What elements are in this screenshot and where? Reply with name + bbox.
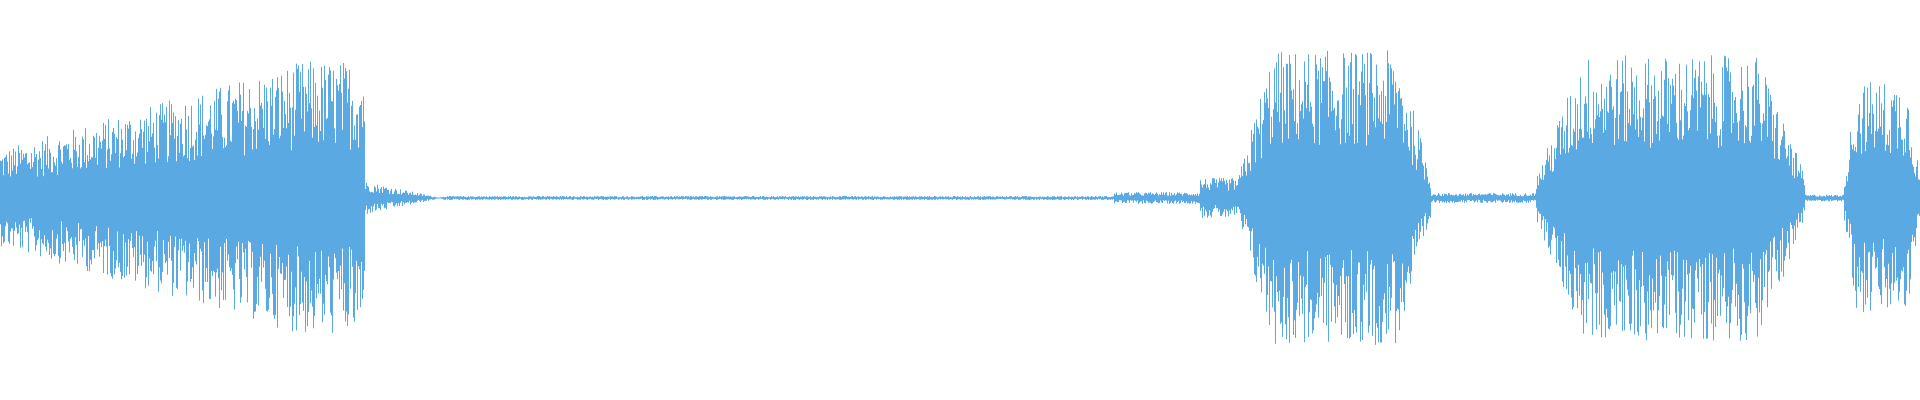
waveform-path	[0, 50, 1920, 345]
waveform-bars	[0, 50, 1920, 345]
